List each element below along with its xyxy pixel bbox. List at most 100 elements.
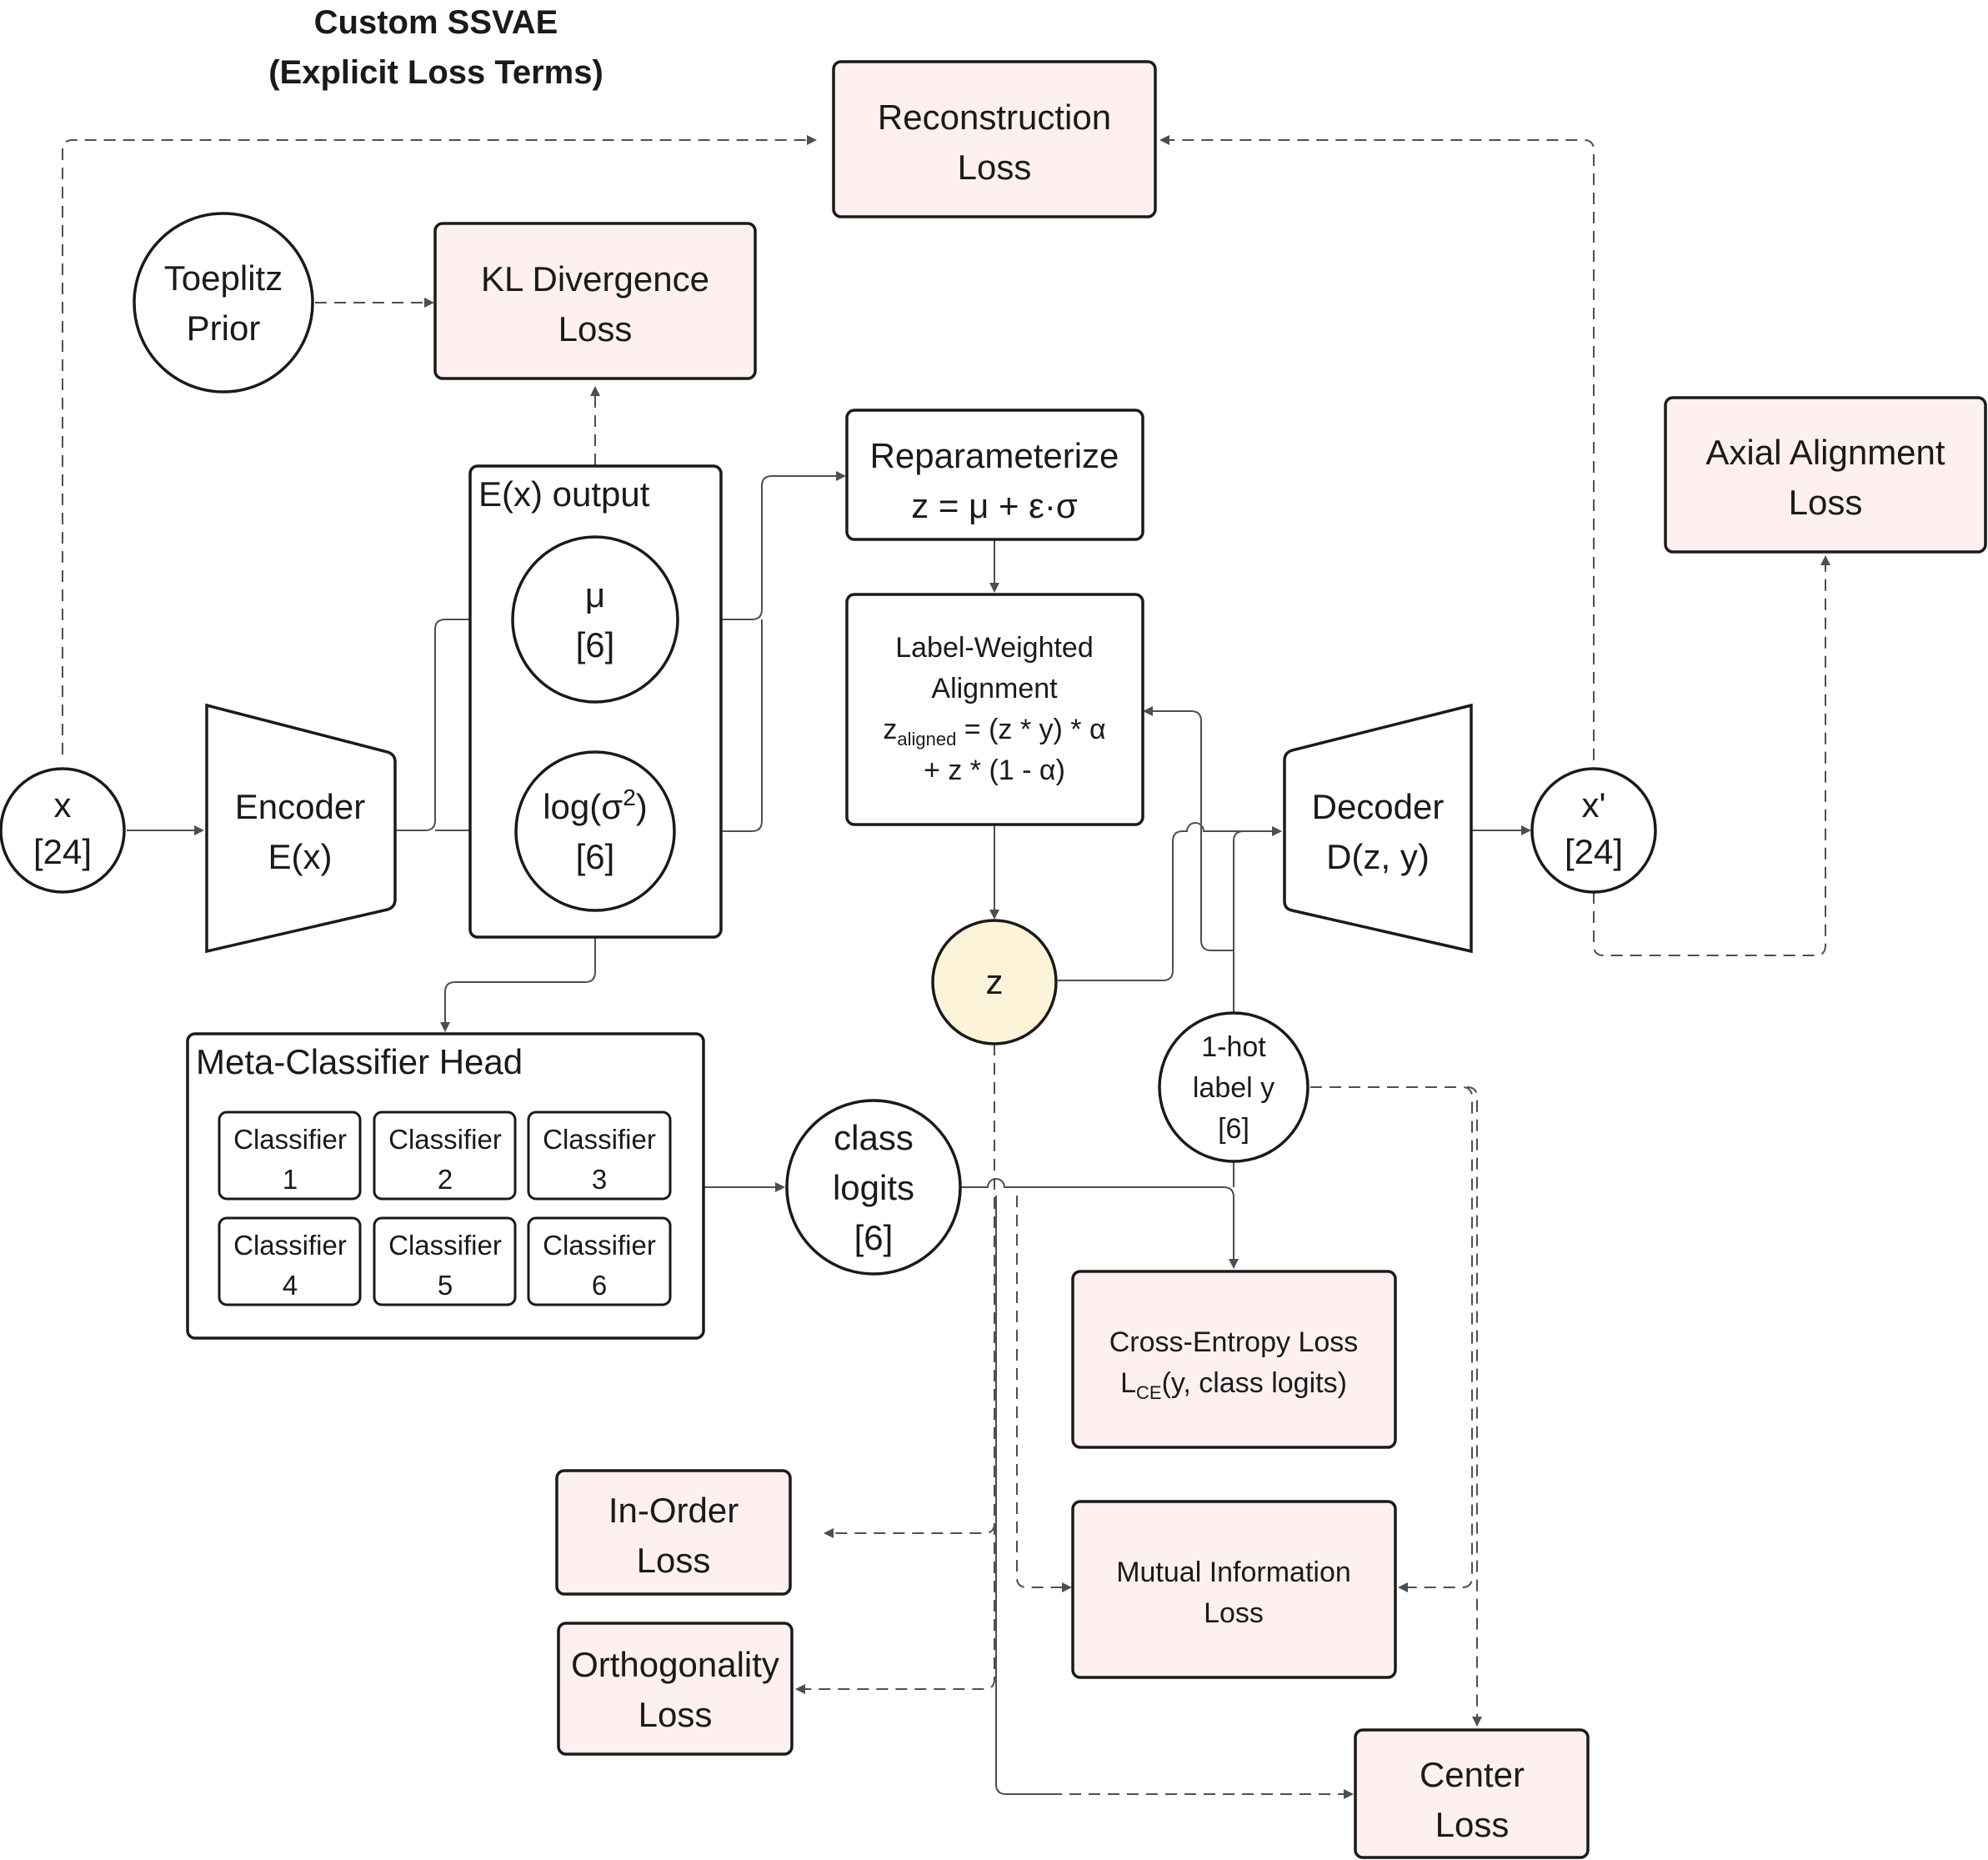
logits-to-mutual-information-connector [1016, 1196, 1072, 1592]
encoder-line-1: Encoder [235, 787, 365, 826]
classifier-5-word: Classifier [388, 1230, 502, 1261]
classifier-4-num: 4 [283, 1270, 298, 1301]
title-line-2: (Explicit Loss Terms) [268, 54, 603, 91]
meta-classifier-head: Meta-Classifier Head Classifier 1 Classi… [186, 1032, 705, 1340]
mu-line-2: [6] [576, 625, 615, 664]
label-to-mutual-information-connector [1310, 1086, 1473, 1592]
axial-alignment-loss-box: Axial Alignment Loss [1664, 396, 1987, 554]
x-to-reconstruction-connector [62, 135, 817, 755]
encoder-output-to-meta-classifier-connector [440, 938, 596, 1032]
mutual-information-line-1: Mutual Information [1116, 1557, 1351, 1588]
z-to-decoder-connector [1058, 822, 1282, 981]
in-order-loss-box: In-Order Loss [555, 1469, 792, 1596]
x-input-line-1: x [54, 785, 72, 825]
mutual-information-line-2: Loss [1204, 1597, 1264, 1629]
decoder-line-1: Decoder [1312, 787, 1445, 826]
class-logits-line-2: logits [833, 1168, 914, 1207]
classifier-5-num: 5 [438, 1270, 453, 1301]
logvar-to-reparameterize-connector [674, 619, 763, 832]
logvar-line-2: [6] [576, 837, 615, 876]
classifier-1-word: Classifier [233, 1124, 347, 1155]
classifier-5: Classifier 5 [373, 1216, 517, 1306]
label-y-line-2: label y [1193, 1072, 1274, 1104]
label-to-center-connector [1466, 1086, 1482, 1727]
classifier-6-word: Classifier [543, 1230, 656, 1261]
logits-to-center-connector [995, 1196, 1050, 1795]
cross-entropy-loss-box: Cross-Entropy Loss LCE(y, class logits) [1071, 1270, 1397, 1449]
z-to-orthogonality-connector [795, 1523, 995, 1694]
class-logits-node: class logits [6] [785, 1099, 962, 1276]
classifier-6: Classifier 6 [527, 1216, 672, 1306]
reparameterize-box: Reparameterize z = μ + ε·σ [845, 409, 1144, 541]
alignment-line-1: Label-Weighted [895, 632, 1094, 664]
x-prime-line-2: [24] [1565, 832, 1623, 871]
orthogonality-loss-line-2: Loss [638, 1695, 713, 1734]
reconstruction-loss-box: Reconstruction Loss [832, 60, 1157, 218]
meta-classifier-label: Meta-Classifier Head [196, 1042, 523, 1081]
logits-to-cross-entropy-connector [960, 1178, 1239, 1269]
kl-loss-line-1: KL Divergence [481, 259, 709, 298]
mu-node: μ [6] [511, 535, 679, 704]
classifier-3: Classifier 3 [527, 1110, 672, 1201]
x-prime-output-node: x' [24] [1530, 767, 1657, 894]
encoder-to-mu-connector [394, 614, 512, 831]
toeplitz-prior-node: Toeplitz Prior [133, 212, 314, 394]
logvar-line-1: log(σ2) [543, 785, 648, 826]
mu-line-1: μ [585, 575, 605, 614]
class-logits-line-3: [6] [854, 1218, 894, 1257]
reconstruction-loss-line-1: Reconstruction [878, 98, 1111, 137]
encoder-block: Encoder E(x) [205, 703, 397, 954]
label-y-line-1: 1-hot [1201, 1031, 1266, 1063]
classifier-2: Classifier 2 [373, 1110, 517, 1201]
classifier-6-num: 6 [592, 1270, 607, 1301]
center-loss-line-1: Center [1420, 1755, 1525, 1794]
mutual-information-loss-box: Mutual Information Loss [1071, 1500, 1397, 1679]
center-loss-line-2: Loss [1435, 1805, 1510, 1844]
reconstruction-loss-line-2: Loss [958, 148, 1032, 187]
class-logits-line-1: class [834, 1118, 914, 1157]
xprime-to-reconstruction-connector [1159, 135, 1595, 780]
z-label: z [986, 962, 1004, 1001]
z-node: z [931, 919, 1058, 1045]
label-weighted-alignment-box: Label-Weighted Alignment zaligned = (z *… [845, 593, 1144, 826]
title-line-1: Custom SSVAE [314, 4, 558, 41]
kl-divergence-loss-box: KL Divergence Loss [433, 222, 757, 380]
toeplitz-line-1: Toeplitz [164, 258, 283, 298]
encoder-output-label: E(x) output [478, 474, 650, 514]
orthogonality-loss-line-1: Orthogonality [571, 1645, 779, 1684]
alignment-line-2: Alignment [931, 673, 1058, 704]
diagram-title: Custom SSVAE (Explicit Loss Terms) [268, 4, 603, 91]
connectors [62, 135, 1830, 1799]
classifier-4-word: Classifier [233, 1230, 347, 1261]
classifier-3-word: Classifier [543, 1124, 656, 1155]
axial-loss-line-2: Loss [1789, 483, 1863, 522]
x-input-line-2: [24] [33, 832, 92, 871]
alignment-line-3: zaligned = (z * y) * α [883, 714, 1105, 750]
classifier-3-num: 3 [592, 1164, 607, 1195]
in-order-loss-line-1: In-Order [608, 1491, 739, 1530]
axial-loss-line-1: Axial Alignment [1705, 433, 1945, 472]
xprime-to-axial-connector [1593, 555, 1830, 956]
kl-loss-line-2: Loss [558, 309, 633, 348]
label-y-node: 1-hot label y [6] [1158, 1011, 1309, 1163]
encoder-line-2: E(x) [268, 837, 333, 876]
cross-entropy-line-1: Cross-Entropy Loss [1109, 1326, 1359, 1358]
center-loss-box: Center Loss [1354, 1728, 1590, 1859]
classifier-2-num: 2 [438, 1164, 453, 1195]
alignment-line-4: + z * (1 - α) [924, 755, 1065, 786]
decoder-line-2: D(z, y) [1326, 837, 1430, 876]
toeplitz-line-2: Prior [187, 308, 261, 348]
reparameterize-line-1: Reparameterize [870, 436, 1119, 475]
classifier-1: Classifier 1 [218, 1110, 362, 1201]
orthogonality-loss-box: Orthogonality Loss [557, 1622, 794, 1756]
label-y-line-3: [6] [1218, 1113, 1249, 1145]
classifier-2-word: Classifier [388, 1124, 502, 1155]
classifier-1-num: 1 [283, 1164, 298, 1195]
label-to-decoder-connector [1233, 826, 1282, 1028]
decoder-block: Decoder D(z, y) [1283, 703, 1473, 954]
cross-entropy-line-2: LCE(y, class logits) [1120, 1367, 1347, 1403]
x-prime-line-1: x' [1581, 785, 1605, 825]
reparameterize-line-2: z = μ + ε·σ [911, 486, 1078, 525]
label-to-alignment-connector [1143, 706, 1234, 951]
